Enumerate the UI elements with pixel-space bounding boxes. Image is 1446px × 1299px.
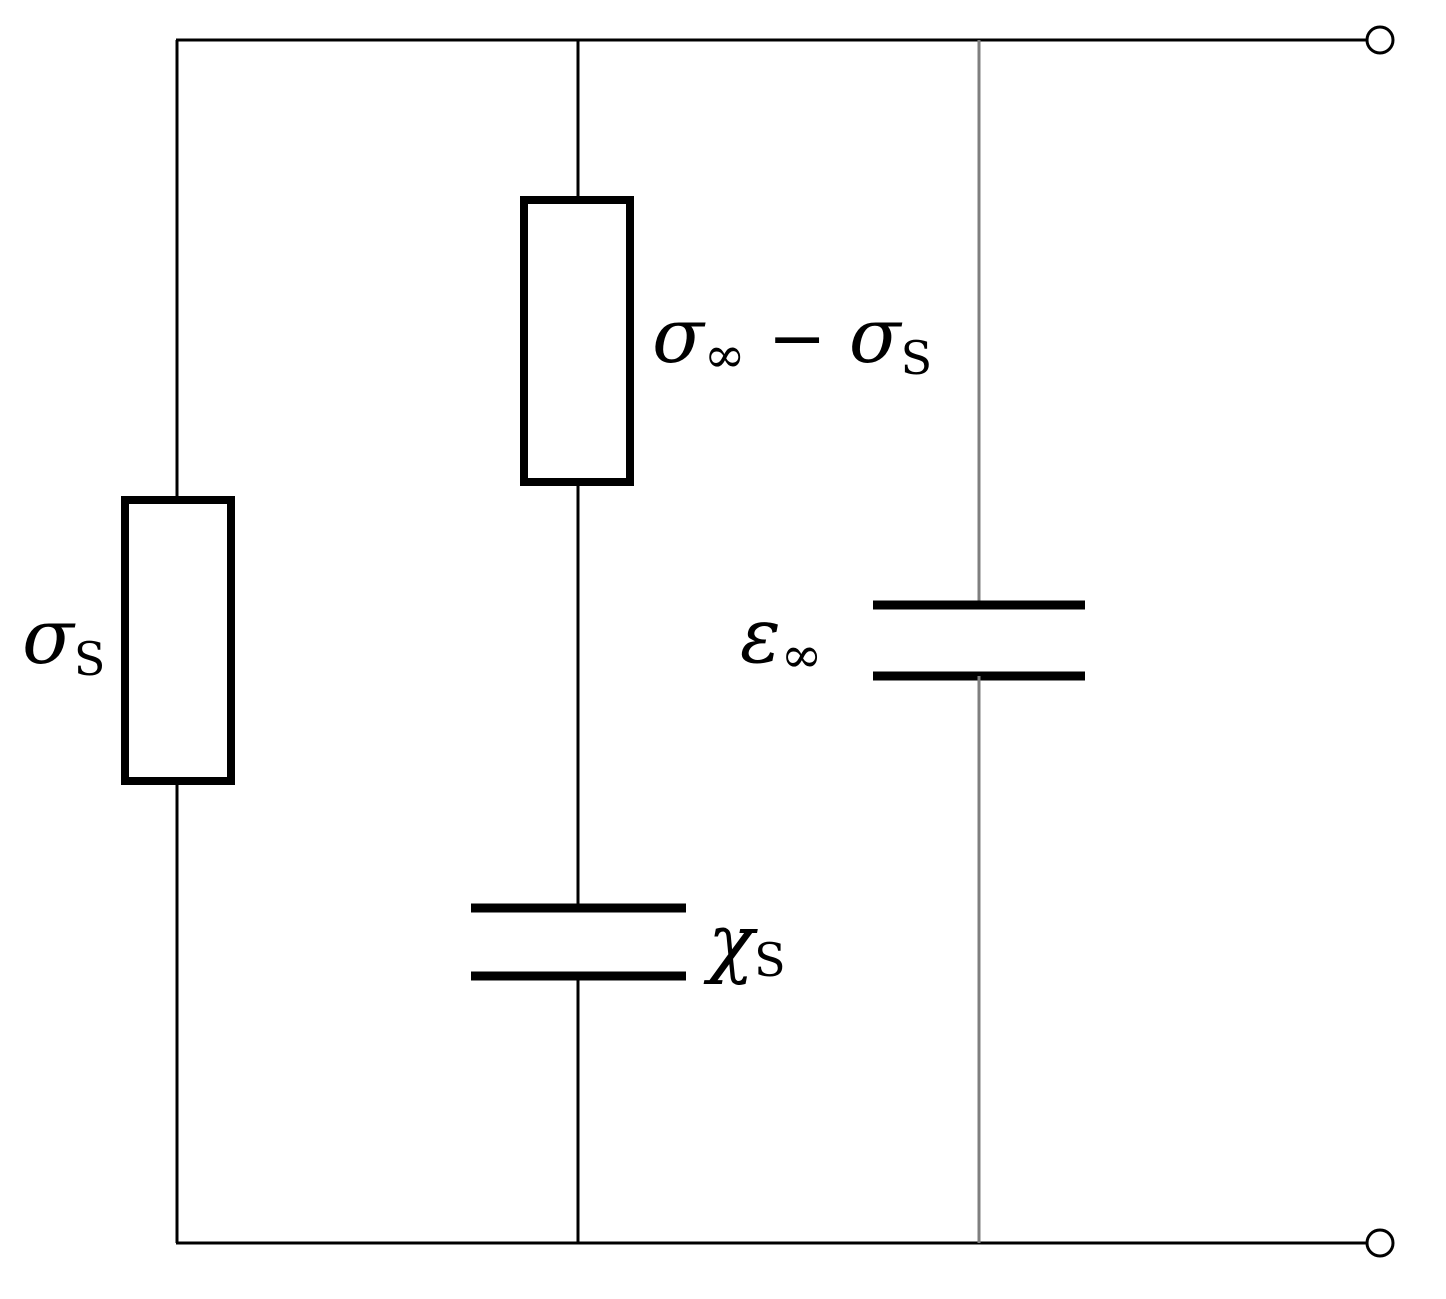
bottom-terminal	[1365, 1228, 1395, 1258]
middle-resistor-label-symbol2: σ	[849, 291, 903, 380]
middle-resistor-label-symbol: σ	[652, 291, 706, 380]
left-resistor	[121, 496, 235, 785]
left-resistor-label: σS	[22, 592, 105, 686]
middle-resistor-label: σ∞ − σS	[652, 291, 932, 385]
right-branch	[873, 40, 1085, 1243]
top-terminal	[1365, 25, 1395, 55]
left-resistor-label-sub: S	[74, 632, 106, 686]
right-capacitor-label-symbol: ε	[740, 591, 781, 680]
middle-capacitor-label-sub: S	[754, 933, 786, 987]
left-branch	[121, 40, 235, 1243]
right-capacitor-label: ε∞	[740, 591, 822, 684]
middle-resistor-label-minus: −	[746, 297, 849, 379]
middle-resistor	[520, 196, 634, 486]
middle-resistor-label-sub2: S	[901, 331, 933, 385]
right-capacitor-label-sub: ∞	[781, 626, 823, 684]
left-resistor-label-symbol: σ	[22, 592, 76, 681]
middle-capacitor-label: χS	[703, 897, 786, 987]
middle-branch	[471, 40, 686, 1243]
middle-resistor-label-sub: ∞	[704, 326, 746, 384]
middle-capacitor-label-symbol: χ	[703, 897, 758, 986]
